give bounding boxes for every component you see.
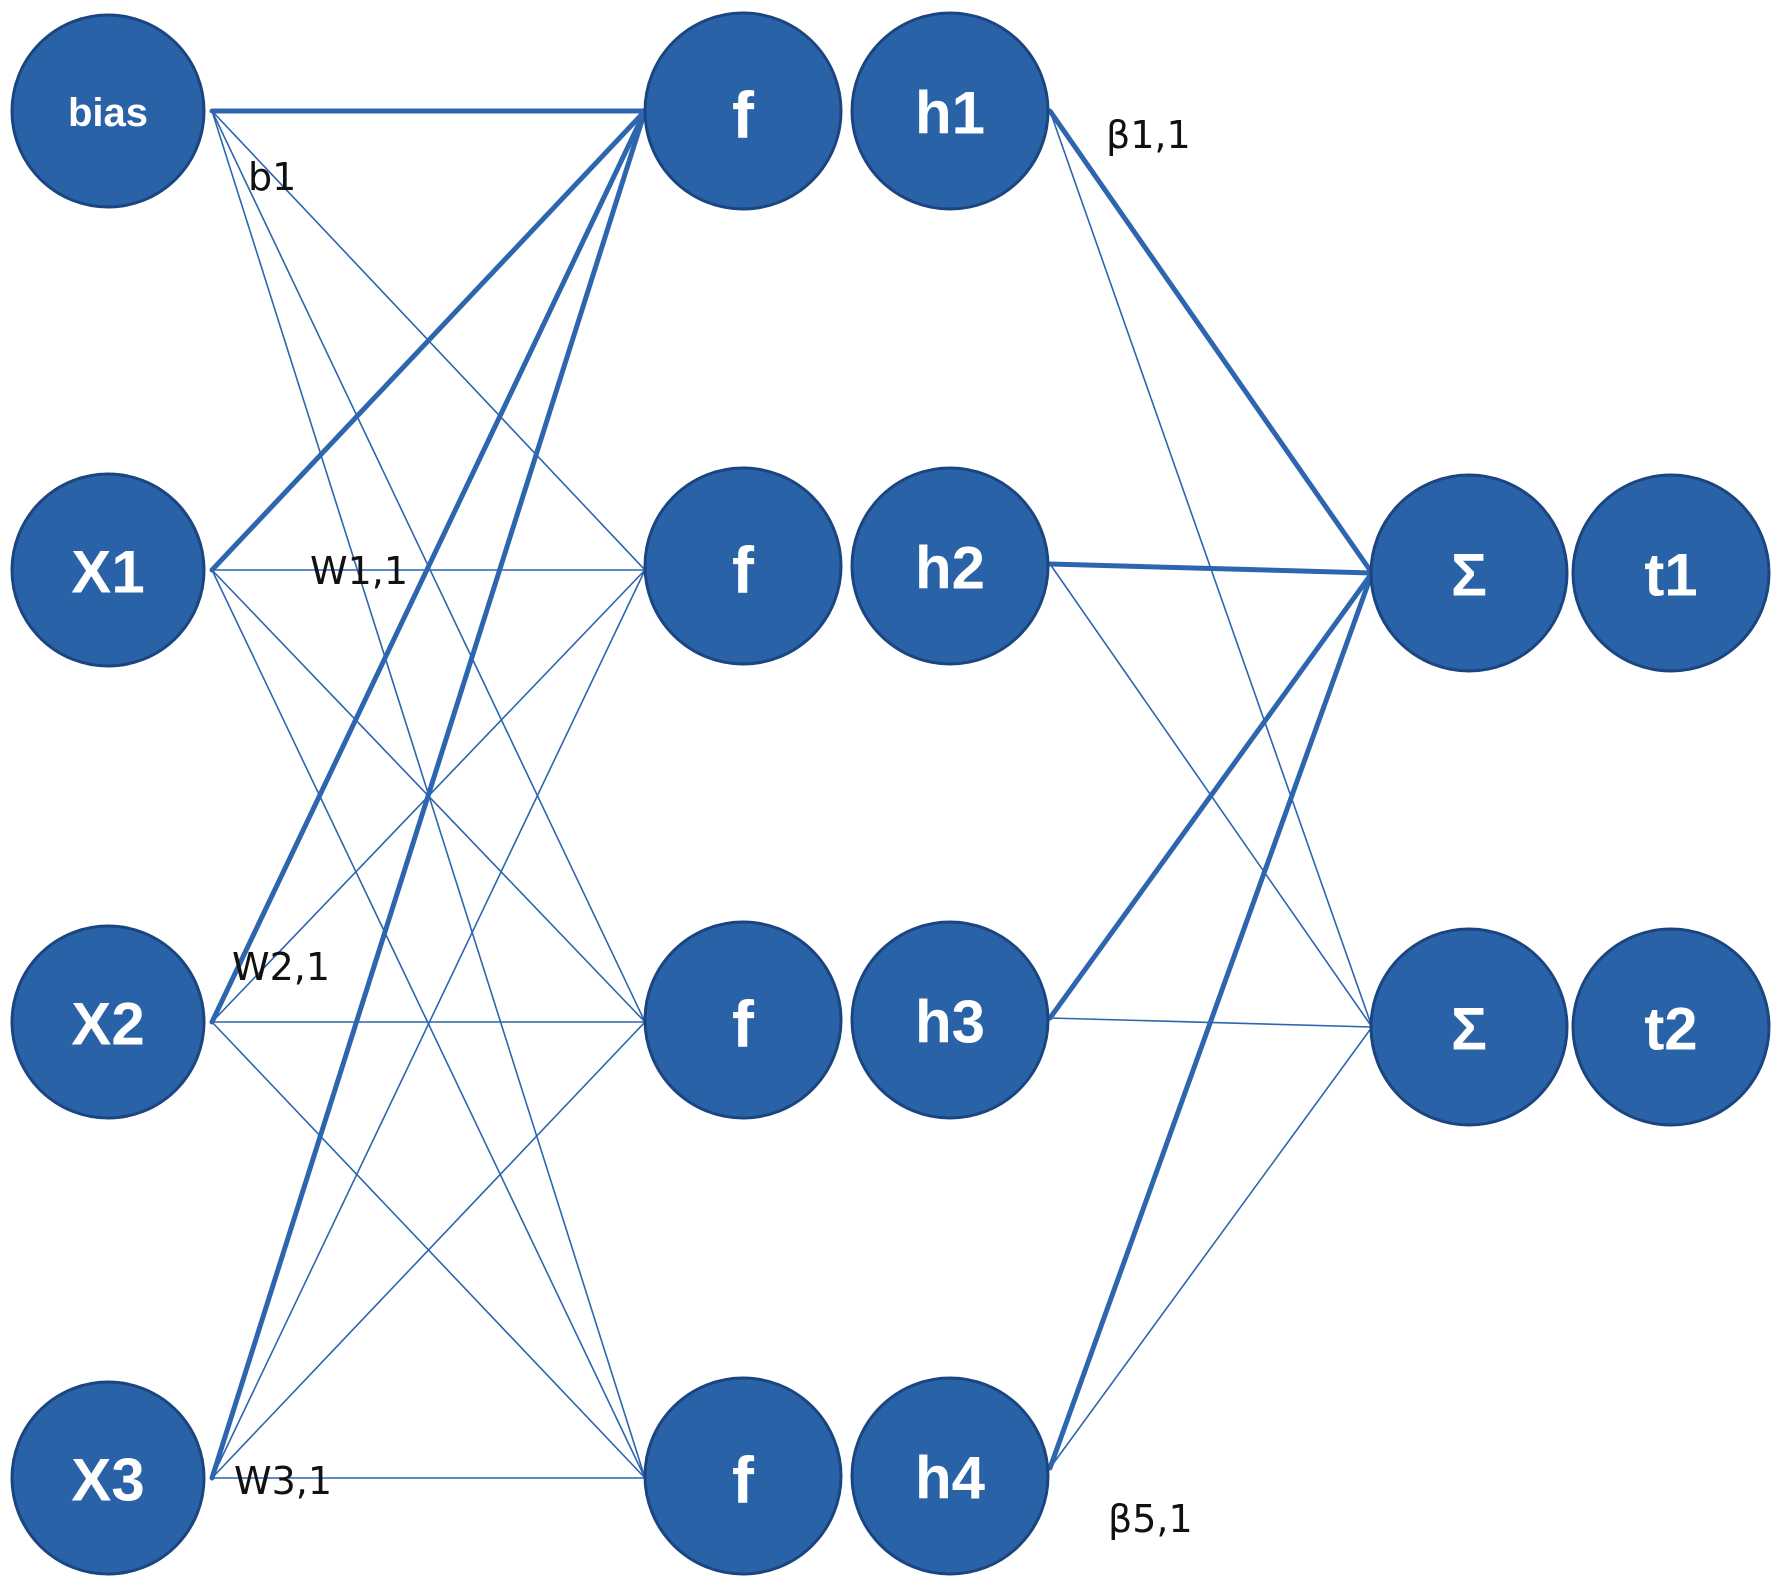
edge-h2-sum2 <box>1049 563 1373 1028</box>
input-layer: bias X1 X2 X3 <box>10 13 206 1576</box>
x2-node-label: X2 <box>71 991 144 1058</box>
output-layer: Σ t1 Σ t2 <box>1369 473 1771 1127</box>
f4-node-label: f <box>732 1443 755 1517</box>
f3-node: f <box>643 920 843 1120</box>
h4-node: h4 <box>850 1376 1050 1576</box>
label-beta51: β5,1 <box>1108 1497 1193 1541</box>
edge-x3-f2 <box>211 569 646 1479</box>
x3-node: X3 <box>10 1380 206 1576</box>
sum1-node: Σ <box>1369 473 1569 673</box>
h4-node-label: h4 <box>915 1445 986 1512</box>
t2-node: t2 <box>1571 927 1771 1127</box>
h1-node: h1 <box>850 11 1050 211</box>
edge-h4-sum2 <box>1049 1026 1373 1469</box>
f1-node-label: f <box>732 78 755 152</box>
f2-node: f <box>643 466 843 666</box>
x1-node-label: X1 <box>71 539 144 606</box>
hidden-output-edges <box>1047 108 1375 1471</box>
edge-x3-f3 <box>211 1021 646 1479</box>
t1-node-label: t1 <box>1644 542 1697 609</box>
t2-node-label: t2 <box>1644 996 1697 1063</box>
edge-bias-f4 <box>211 110 646 1479</box>
edge-h1-sum2 <box>1049 110 1373 1028</box>
x2-node: X2 <box>10 924 206 1120</box>
hidden-layer: f h1 f h2 f h3 f h4 <box>643 11 1050 1576</box>
h3-node-label: h3 <box>915 989 985 1056</box>
label-w11: W1,1 <box>310 549 408 593</box>
h3-node: h3 <box>850 920 1050 1120</box>
edge-bias-f2 <box>211 110 646 571</box>
sum1-node-label: Σ <box>1451 542 1487 609</box>
bias-node: bias <box>10 13 206 209</box>
edge-h4-sum1 <box>1047 570 1375 1471</box>
edge-bias-f3 <box>211 110 646 1023</box>
t1-node: t1 <box>1571 473 1771 673</box>
edge-x2-f2 <box>211 569 646 1023</box>
h2-node: h2 <box>850 466 1050 666</box>
sum2-node-label: Σ <box>1451 996 1487 1063</box>
input-hidden-edges <box>209 108 648 1481</box>
weight-labels: b1 W1,1 W2,1 W3,1 β1,1 β5,1 <box>232 113 1193 1541</box>
label-b1: b1 <box>248 155 296 199</box>
h1-node-label: h1 <box>915 80 985 147</box>
label-w31: W3,1 <box>234 1459 332 1503</box>
edge-h1-sum1 <box>1047 108 1375 576</box>
x1-node: X1 <box>10 472 206 668</box>
label-beta11: β1,1 <box>1106 113 1191 157</box>
f2-node-label: f <box>732 533 755 607</box>
h2-node-label: h2 <box>915 535 985 602</box>
sum2-node: Σ <box>1369 927 1569 1127</box>
f4-node: f <box>643 1376 843 1576</box>
label-w21: W2,1 <box>232 945 330 989</box>
edge-h3-sum2 <box>1049 1017 1373 1028</box>
f1-node: f <box>643 11 843 211</box>
x3-node-label: X3 <box>71 1447 144 1514</box>
bias-node-label: bias <box>68 91 148 135</box>
f3-node-label: f <box>732 987 755 1061</box>
